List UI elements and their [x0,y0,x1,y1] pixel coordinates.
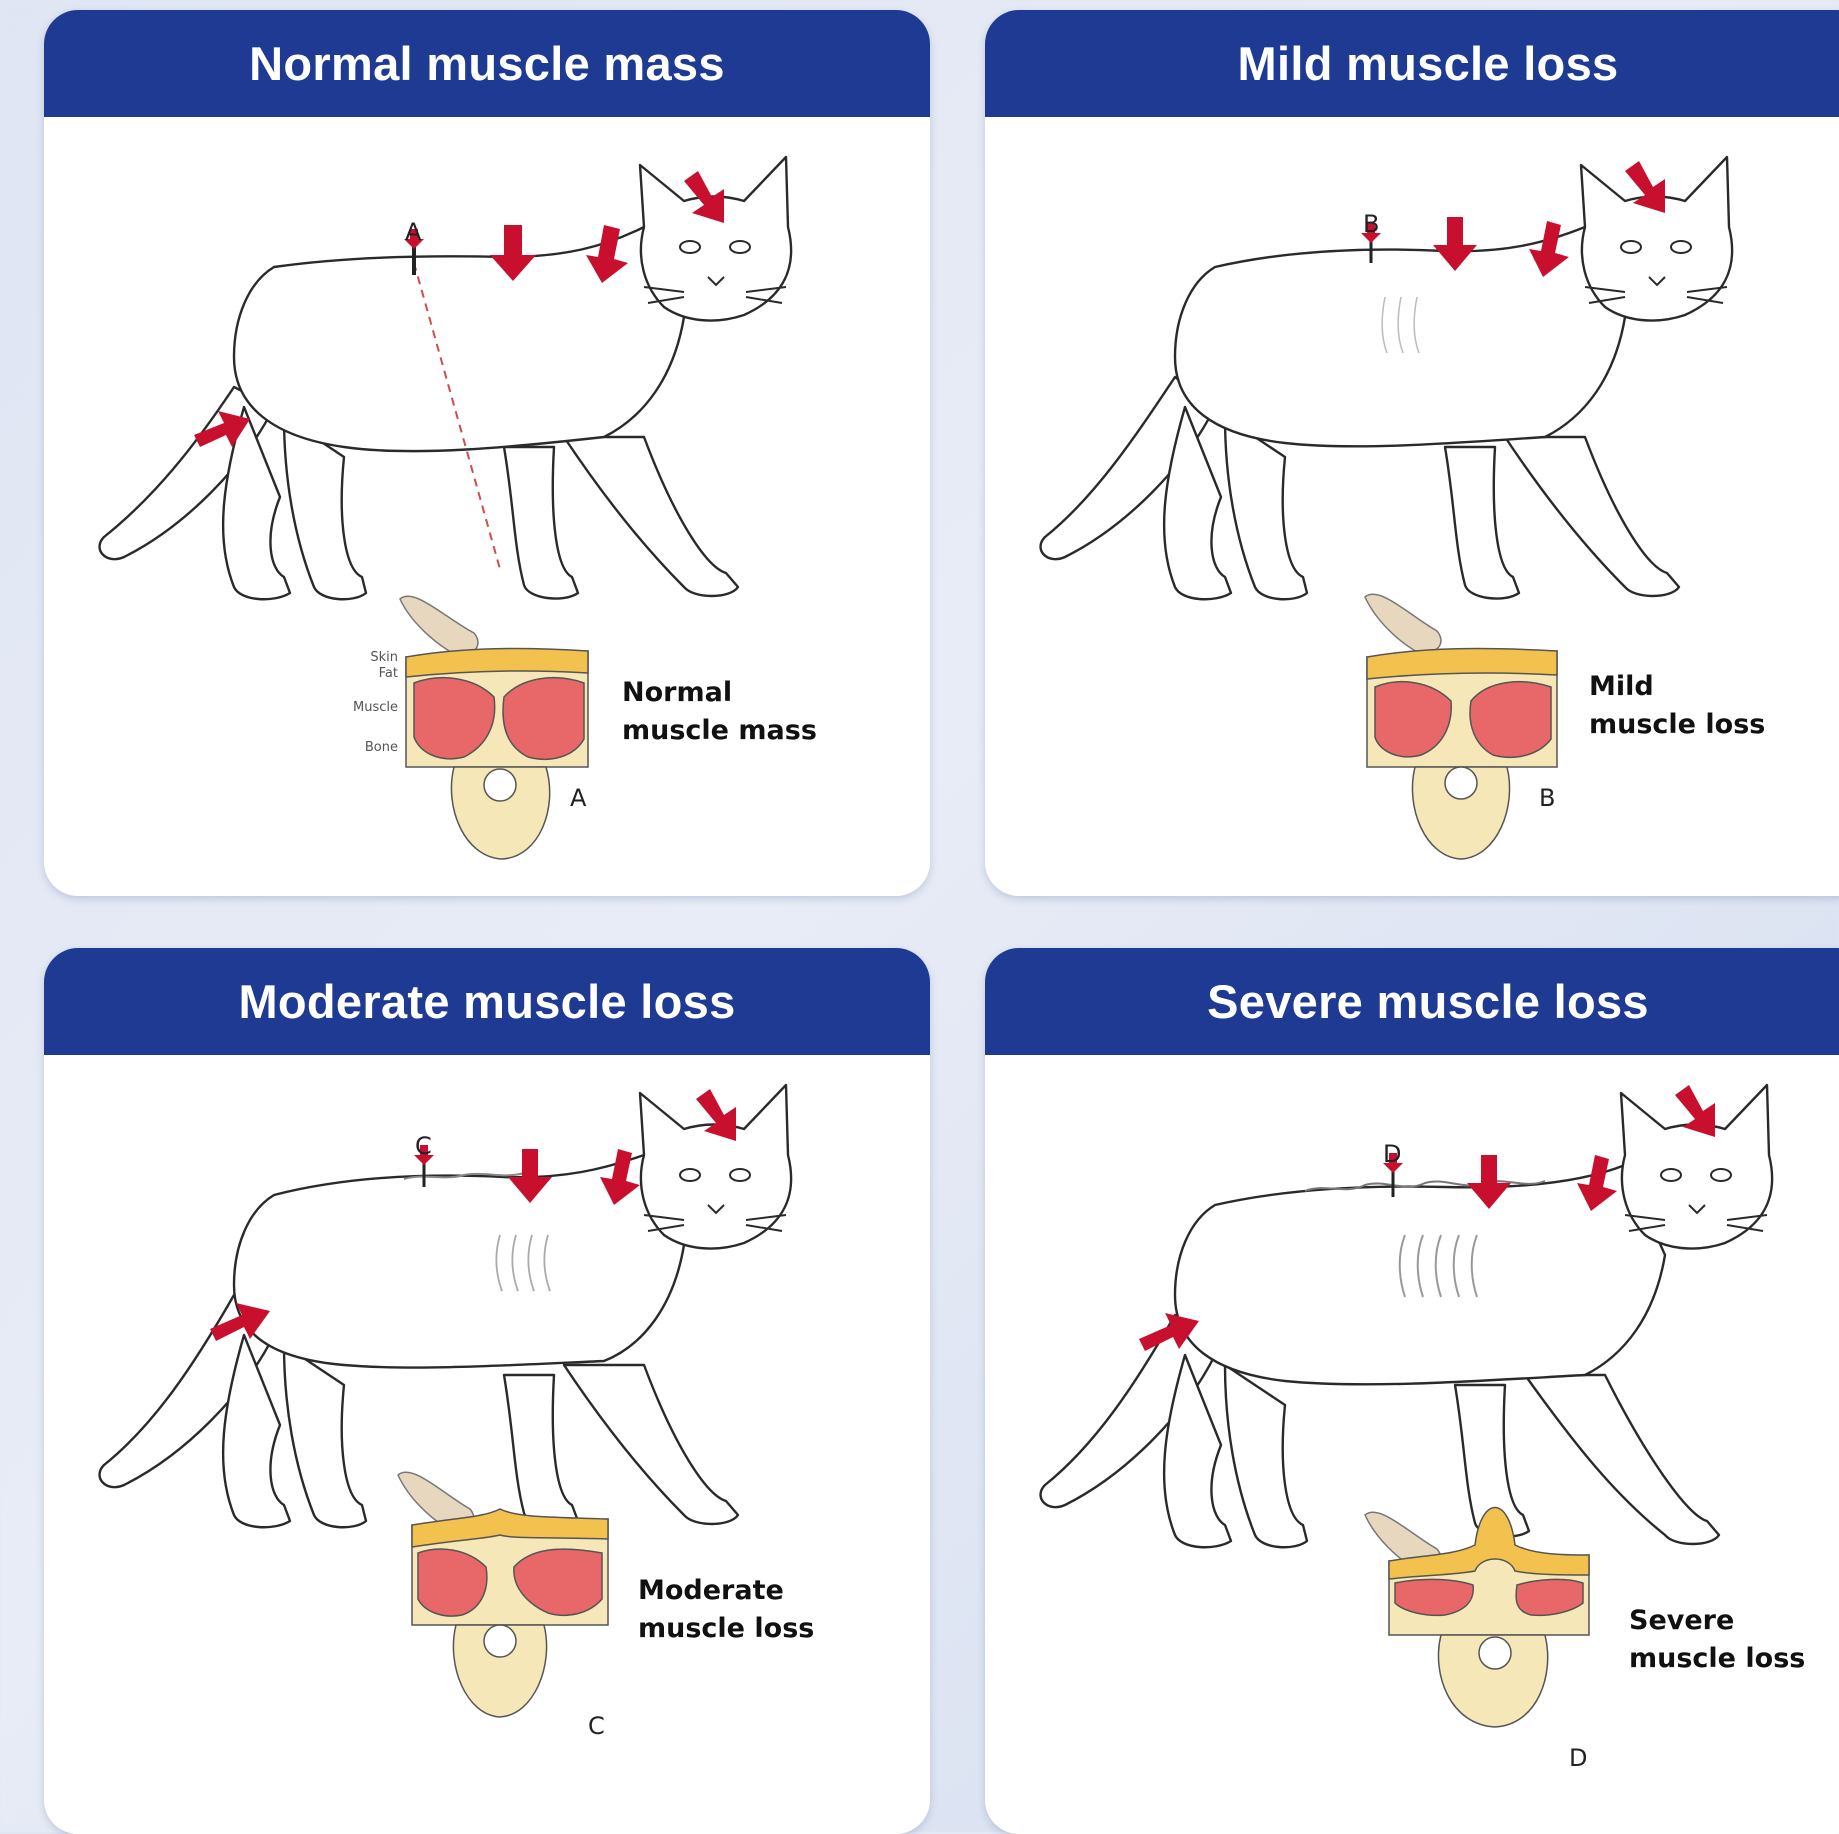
layer-label-bone: Bone [334,740,398,755]
panel-caption: Severe muscle loss [1629,1602,1805,1678]
panel-moderate: Moderate muscle loss [44,948,930,1834]
caption-line-1: Mild [1589,668,1765,706]
panel-mild: Mild muscle loss [985,10,1839,896]
cat-illustration [44,1055,930,1834]
spine-marker-label: D [1383,1140,1401,1168]
panel-caption: Normal muscle mass [622,674,817,750]
panel-title: Severe muscle loss [985,948,1839,1055]
panel-severe: Severe muscle loss [985,948,1839,1834]
cat-illustration [985,117,1839,896]
cross-section-letter: A [570,784,586,812]
spine-marker-label: B [1363,210,1379,238]
caption-line-1: Severe [1629,1602,1805,1640]
layer-label-fat: Fat [334,666,398,681]
spine-marker-label: C [415,1132,432,1160]
cross-section-letter: B [1539,784,1555,812]
caption-line-2: muscle loss [1589,706,1765,744]
panel-title: Moderate muscle loss [44,948,930,1055]
caption-line-1: Moderate [638,1572,814,1610]
cross-section-letter: D [1569,1744,1587,1772]
spine-marker-label: A [405,218,421,246]
layer-label-muscle: Muscle [334,700,398,715]
layer-label-skin: Skin [334,650,398,665]
panel-caption: Mild muscle loss [1589,668,1765,744]
caption-line-2: muscle loss [1629,1640,1805,1678]
panel-caption: Moderate muscle loss [638,1572,814,1648]
caption-line-2: muscle loss [638,1610,814,1648]
cat-illustration [985,1055,1839,1834]
cross-section-letter: C [588,1712,605,1740]
cat-illustration [44,117,930,896]
panel-title: Normal muscle mass [44,10,930,117]
caption-line-2: muscle mass [622,712,817,750]
panel-normal: Normal muscle mass [44,10,930,896]
caption-line-1: Normal [622,674,817,712]
panel-title: Mild muscle loss [985,10,1839,117]
